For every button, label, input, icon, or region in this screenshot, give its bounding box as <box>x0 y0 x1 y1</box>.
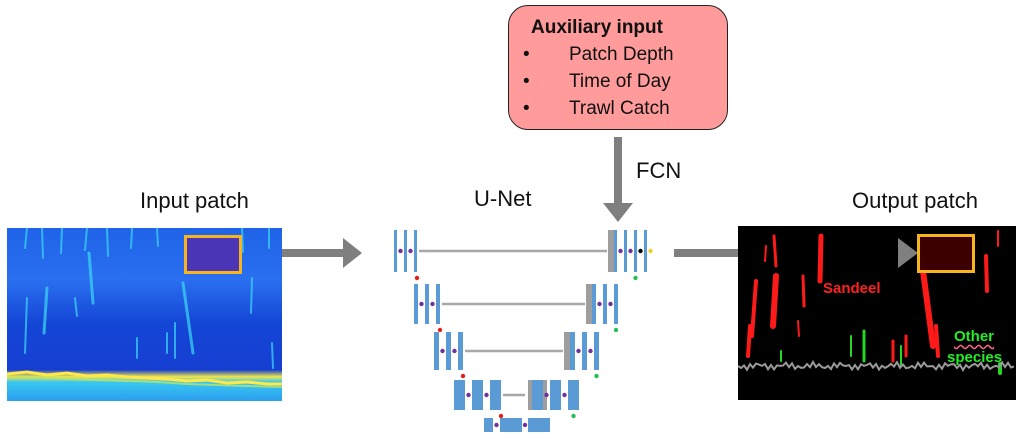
bullet-icon: • <box>523 98 530 119</box>
unet-conv-dot <box>494 422 499 428</box>
unet-conv-dot <box>522 422 528 428</box>
auxiliary-input-box: Auxiliary input • Patch Depth • Time of Da… <box>508 5 728 130</box>
unet-encoder-block <box>472 380 483 410</box>
unet-conv-dot <box>628 248 633 254</box>
unet-decoder-block <box>582 332 587 370</box>
unet-conv-dot <box>588 348 593 354</box>
unet-conv-dot <box>608 301 613 307</box>
unet-conv-dot <box>398 248 403 254</box>
input-selection-box <box>184 235 242 274</box>
input-patch-label: Input patch <box>140 188 249 213</box>
unet-encoder-block <box>394 230 397 272</box>
auxiliary-item-label: Trawl Catch <box>569 98 670 119</box>
unet-decoder-block <box>603 284 607 324</box>
auxiliary-item-trawl-catch: • Trawl Catch <box>523 98 670 120</box>
unet-upsample-dot <box>594 373 599 379</box>
unet-encoder-block <box>404 230 407 272</box>
unet-encoder-block <box>436 284 440 324</box>
unet-decoder-block <box>568 380 579 410</box>
unet-maxpool-dot <box>460 373 466 379</box>
unet-decoder-block <box>634 230 637 272</box>
unet-encoder-block <box>490 380 501 410</box>
auxiliary-item-label: Time of Day <box>569 71 671 92</box>
fcn-down-arrow <box>603 137 633 222</box>
unet-decoder-block <box>592 284 596 324</box>
unet-decoder-block <box>614 284 618 324</box>
unet-encoder-block <box>425 284 429 324</box>
auxiliary-input-title: Auxiliary input <box>531 17 663 38</box>
unet-conv-dot <box>484 392 489 398</box>
unet-encoder-block <box>414 230 417 272</box>
unet-maxpool-dot <box>414 275 420 281</box>
unet-decoder-block <box>624 230 627 272</box>
unet-conv-dot <box>618 248 623 254</box>
unet-decoder-block <box>614 230 617 272</box>
unet-concat-block <box>586 284 593 324</box>
output-selection-box <box>917 234 975 273</box>
unet-conv-dot <box>452 348 457 354</box>
unet-encoder-block <box>434 332 439 370</box>
auxiliary-item-time-of-day: • Time of Day <box>523 71 671 93</box>
unet-concat-block <box>608 230 614 272</box>
unet-bottleneck-block <box>484 418 493 432</box>
unet-decoder-block <box>532 380 543 410</box>
output-segmentation-svg <box>738 226 1016 400</box>
unet-decoder-block <box>550 380 561 410</box>
unet-output-conv-dot <box>638 248 643 254</box>
unet-upsample-dot <box>571 413 576 419</box>
unet-encoder-block <box>414 284 418 324</box>
unet-conv-dot <box>419 301 424 307</box>
unet-encoder-block <box>454 380 465 410</box>
unet-conv-dot <box>562 392 567 398</box>
unet-softmax-dot <box>648 248 653 254</box>
auxiliary-item-label: Patch Depth <box>569 44 674 65</box>
unet-maxpool-dot <box>498 413 504 419</box>
unet-concat-block <box>564 332 572 370</box>
unet-upsample-dot <box>633 275 638 281</box>
other-species-label-line2: species <box>947 349 1003 366</box>
auxiliary-item-patch-depth: • Patch Depth <box>523 44 674 66</box>
unet-encoder-block <box>458 332 463 370</box>
unet-encoder-block <box>446 332 451 370</box>
unet-conv-dot <box>466 392 471 398</box>
arrow-head-icon <box>898 238 918 268</box>
bullet-icon: • <box>523 44 530 65</box>
unet-upsample-dot <box>613 327 619 333</box>
unet-conv-dot <box>408 248 413 254</box>
unet-conv-dot <box>440 348 445 354</box>
input-to-unet-arrow <box>243 238 362 268</box>
unet-conv-dot <box>576 348 581 354</box>
sandeel-label: Sandeel <box>823 280 881 297</box>
unet-bottleneck-block <box>500 418 522 432</box>
fcn-label: FCN <box>636 158 682 183</box>
unet-decoder-block <box>570 332 575 370</box>
unet-conv-dot <box>597 301 602 307</box>
unet-label: U-Net <box>474 186 532 211</box>
unet-diagram <box>394 230 653 432</box>
unet-decoder-block <box>644 230 647 272</box>
unet-decoder-block <box>594 332 599 370</box>
unet-bottleneck-block <box>528 418 550 432</box>
unet-maxpool-dot <box>437 327 443 333</box>
output-patch-label: Output patch <box>852 188 978 213</box>
unet-conv-dot <box>430 301 435 307</box>
other-species-label-line1: Other <box>954 328 995 345</box>
bullet-icon: • <box>523 71 530 92</box>
unet-conv-dot <box>544 392 549 398</box>
